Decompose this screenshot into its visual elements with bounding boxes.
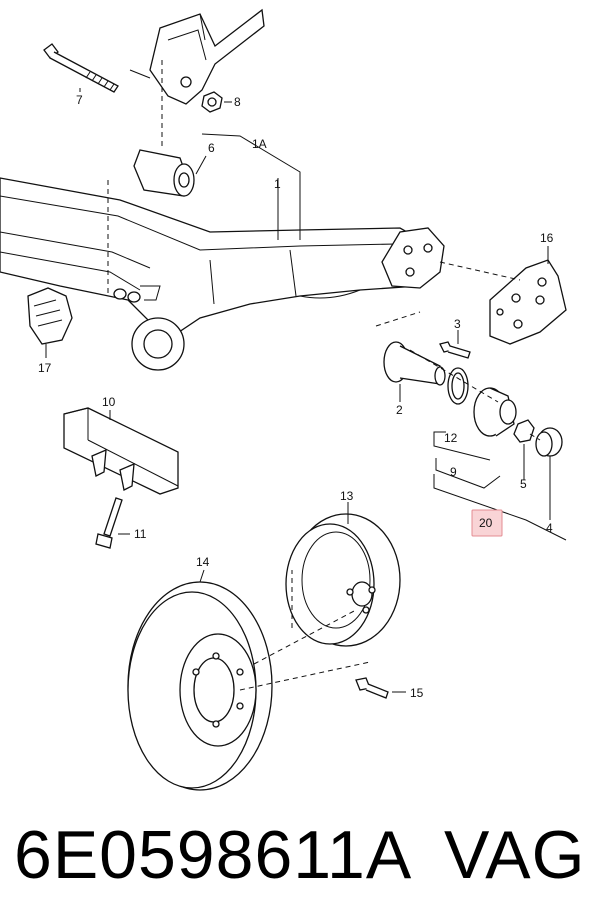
- callout-11: 11: [134, 527, 147, 541]
- callout-5: 5: [520, 477, 527, 491]
- rubber-bush-6: [133, 149, 195, 197]
- callout-3: 3: [454, 317, 461, 331]
- wheel-hub-9: [473, 387, 517, 437]
- callout-15: 15: [410, 686, 424, 700]
- buffer-block-10: [63, 407, 179, 495]
- footer-caption: 6E0598611A VAG: [0, 805, 600, 905]
- body-mount-bracket: [129, 8, 265, 105]
- stub-axle-mount: [381, 227, 445, 289]
- callout-1a: 1A: [252, 137, 267, 151]
- exploded-parts-diagram: 1 1A 2 3 4 5 6 7 8 9 10 11 12 13 14 15 1…: [0, 8, 567, 791]
- alignment-lines: [107, 60, 541, 691]
- nut-8: [201, 91, 223, 113]
- axle-nut-5: [513, 419, 535, 443]
- callout-2: 2: [396, 403, 403, 417]
- callout-9: 9: [450, 465, 457, 479]
- callout-13: 13: [340, 489, 354, 503]
- callout-4: 4: [546, 521, 553, 535]
- callout-6: 6: [208, 141, 215, 155]
- brand-name: VAG: [444, 817, 586, 893]
- bolt-7: [43, 43, 119, 93]
- callout-20: 20: [479, 516, 493, 530]
- callout-14: 14: [196, 555, 210, 569]
- bracket-17: [27, 287, 73, 345]
- rear-axle-beam: [0, 177, 441, 371]
- callout-10: 10: [102, 395, 116, 409]
- part-number: 6E0598611A: [14, 817, 413, 893]
- sensor-ring-12: [447, 367, 469, 405]
- callout-17: 17: [38, 361, 52, 375]
- flange-plate-16: [489, 259, 567, 345]
- bolt-3: [439, 341, 471, 359]
- callout-1: 1: [274, 177, 281, 191]
- brake-drum-13: [285, 513, 401, 647]
- callout-12: 12: [444, 431, 458, 445]
- callout-8: 8: [234, 95, 241, 109]
- screw-11: [95, 497, 123, 549]
- stub-axle-2: [383, 341, 446, 386]
- callout-labels: 1 1A 2 3 4 5 6 7 8 9 10 11 12 13 14 15 1…: [38, 93, 554, 700]
- highlight-box-20: [471, 509, 503, 537]
- leader-lines: [45, 88, 567, 693]
- hub-cap-4: [535, 427, 563, 457]
- callout-16: 16: [540, 231, 554, 245]
- callout-7: 7: [76, 93, 83, 107]
- brake-disc-14: [127, 581, 273, 791]
- bolt-15: [355, 677, 389, 699]
